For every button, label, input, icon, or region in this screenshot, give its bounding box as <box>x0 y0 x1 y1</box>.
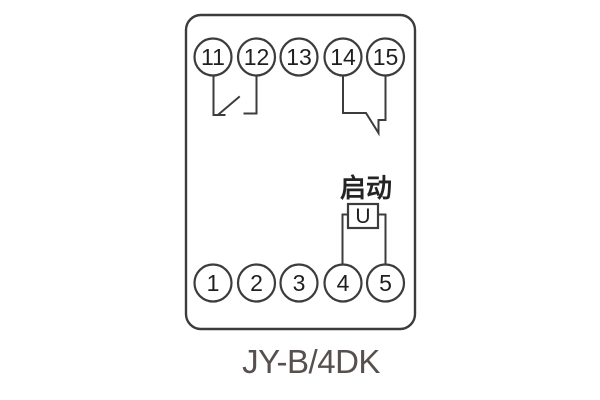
start-voltage-element: 启动 U <box>340 173 392 266</box>
voltage-element-box <box>346 202 380 230</box>
terminal-row-top: 11 12 13 14 15 <box>193 37 406 77</box>
terminal-14: 14 <box>323 37 363 77</box>
terminal-number: 15 <box>373 44 399 70</box>
open-contact-symbol-11-12 <box>212 74 258 116</box>
terminal-number: 14 <box>330 44 356 70</box>
terminal-15: 15 <box>365 37 406 77</box>
element-lead-to-4 <box>341 213 349 266</box>
terminal-circle <box>236 37 277 77</box>
terminal-3: 3 <box>279 263 319 303</box>
contact-blade-icon <box>217 95 241 116</box>
element-lead-to-5 <box>377 213 387 266</box>
terminal-2: 2 <box>236 263 277 303</box>
terminal-circle <box>236 263 277 303</box>
terminal-number: 1 <box>207 270 220 296</box>
terminal-circle <box>279 263 319 303</box>
terminal-circle <box>365 263 406 303</box>
terminal-circle <box>193 37 233 77</box>
terminal-circle <box>193 263 233 303</box>
start-label: 启动 <box>340 173 392 204</box>
terminal-12: 12 <box>236 37 277 77</box>
contact-symbol-14-15 <box>342 74 387 137</box>
terminal-circle <box>323 263 363 303</box>
voltage-symbol: U <box>355 205 370 228</box>
terminal-number: 11 <box>201 44 225 70</box>
terminal-number: 13 <box>286 44 312 70</box>
terminal-row-bottom: 1 2 3 4 5 <box>193 263 406 303</box>
terminal-11: 11 <box>193 37 233 77</box>
terminal-number: 2 <box>250 270 263 296</box>
terminal-circle <box>323 37 363 77</box>
contact-lead-11 <box>212 74 226 116</box>
terminal-number: 4 <box>337 270 350 296</box>
terminal-number: 5 <box>379 270 392 296</box>
terminal-1: 1 <box>193 263 233 303</box>
terminal-number: 3 <box>293 270 306 296</box>
device-outline <box>184 13 417 331</box>
terminal-4: 4 <box>323 263 363 303</box>
model-name-label: JY-B/4DK <box>242 343 380 380</box>
terminal-5: 5 <box>365 263 406 303</box>
contact-path-icon <box>342 74 387 137</box>
terminal-circle <box>279 37 319 77</box>
terminal-13: 13 <box>279 37 319 77</box>
contact-lead-12 <box>243 74 258 115</box>
terminal-number: 12 <box>244 44 270 70</box>
terminal-circle <box>365 37 406 77</box>
